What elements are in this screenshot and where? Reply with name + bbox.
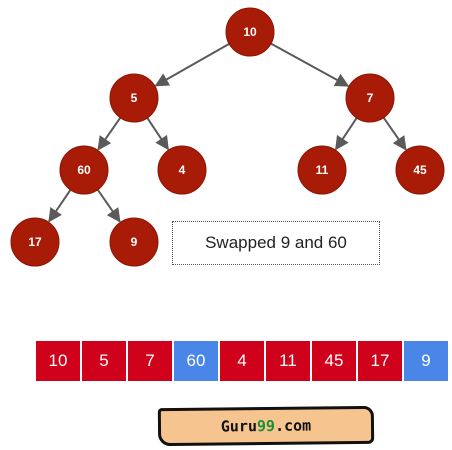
tree-node-circle [395, 145, 445, 195]
logo-prefix: Guru [220, 417, 258, 436]
array-cell: 5 [82, 341, 126, 381]
tree-node-label: 60 [77, 163, 91, 177]
tree-node-label: 10 [243, 25, 257, 39]
tree-nodes: 10 5 7 60 4 11 45 17 9 [10, 7, 445, 267]
tree-node-label: 17 [28, 235, 42, 249]
tree-edge [270, 42, 350, 87]
tree-node-circle [345, 73, 395, 123]
tree-node-circle [157, 145, 207, 195]
logo-accent: 99 [256, 416, 276, 436]
tree-edge [154, 42, 230, 87]
tree-node-circle [109, 73, 159, 123]
array-cell: 7 [128, 341, 172, 381]
tree-node-circle [59, 145, 109, 195]
array-cell: 45 [312, 341, 356, 381]
tree-node: 4 [157, 145, 207, 195]
tree-node-label: 11 [316, 163, 329, 177]
tree-node: 9 [109, 217, 159, 267]
tree-node-label: 5 [131, 91, 138, 105]
array-cell: 10 [36, 341, 80, 381]
array-cell: 4 [220, 341, 264, 381]
tree-edge [335, 117, 358, 151]
tree-node-circle [225, 7, 275, 57]
array-cell-swapped: 9 [404, 341, 448, 381]
tree-edge [97, 117, 122, 151]
tree-node-circle [10, 217, 60, 267]
tree-node: 10 [225, 7, 275, 57]
tree-edge [382, 117, 407, 151]
tree-node-circle [297, 145, 347, 195]
tree-edge [48, 189, 72, 223]
tree-node: 60 [59, 145, 109, 195]
tree-node-label: 45 [413, 163, 427, 177]
tree-node: 5 [109, 73, 159, 123]
tree-node-label: 4 [179, 163, 186, 177]
tree-node: 17 [10, 217, 60, 267]
logo-suffix: .com [274, 416, 312, 435]
swap-caption: Swapped 9 and 60 [172, 221, 380, 265]
tree-node: 45 [395, 145, 445, 195]
tree-node: 11 [297, 145, 347, 195]
tree-node-label: 9 [131, 235, 138, 249]
heap-tree: 10 5 7 60 4 11 45 17 9 [10, 7, 445, 267]
tree-edge [146, 117, 169, 151]
tree-edges [48, 42, 407, 223]
tree-edge [96, 189, 121, 223]
array-cell: 17 [358, 341, 402, 381]
tree-node-label: 7 [367, 91, 374, 105]
array-cell-swapped: 60 [174, 341, 218, 381]
tree-node: 7 [345, 73, 395, 123]
array-cell: 11 [266, 341, 310, 381]
tree-node-circle [109, 217, 159, 267]
